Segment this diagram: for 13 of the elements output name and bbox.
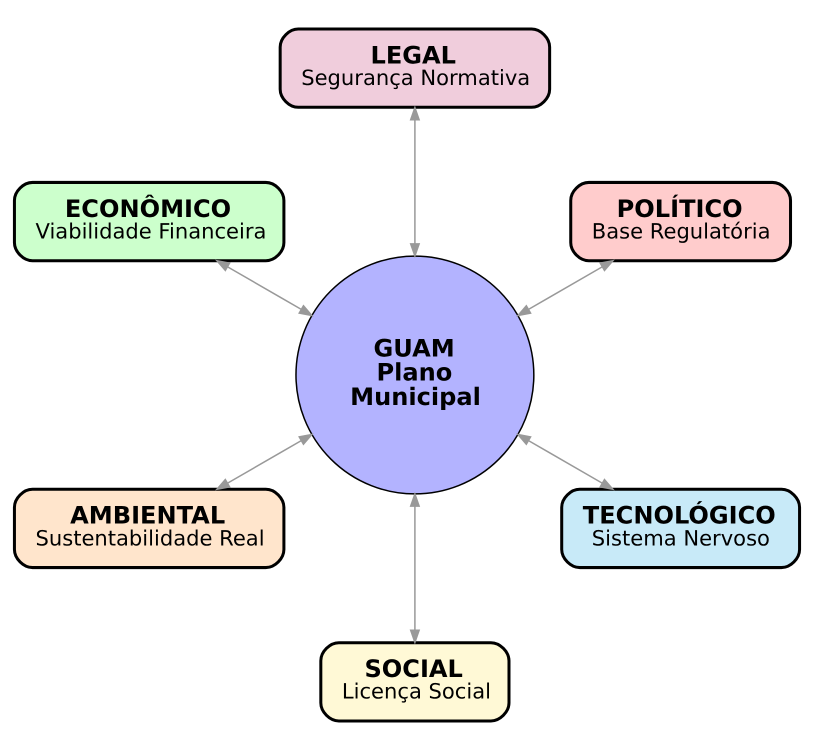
node-box: SOCIAL Licença Social <box>319 640 510 722</box>
node-box: TECNOLÓGICO Sistema Nervoso <box>560 487 802 569</box>
node-circle: GUAM Plano Municipal <box>295 254 535 494</box>
node-box: LEGAL Segurança Normativa <box>278 27 552 108</box>
node-box: AMBIENTAL Sustentabilidade Real <box>12 487 286 569</box>
arrow <box>516 432 615 490</box>
node-box: ECONÔMICO Viabilidade Financeira <box>12 180 286 262</box>
arrow <box>410 491 420 644</box>
arrow <box>410 104 420 258</box>
arrow <box>215 259 314 316</box>
arrow <box>516 259 615 316</box>
arrow <box>215 432 314 490</box>
node-box: POLÍTICO Base Regulatória <box>569 180 792 262</box>
